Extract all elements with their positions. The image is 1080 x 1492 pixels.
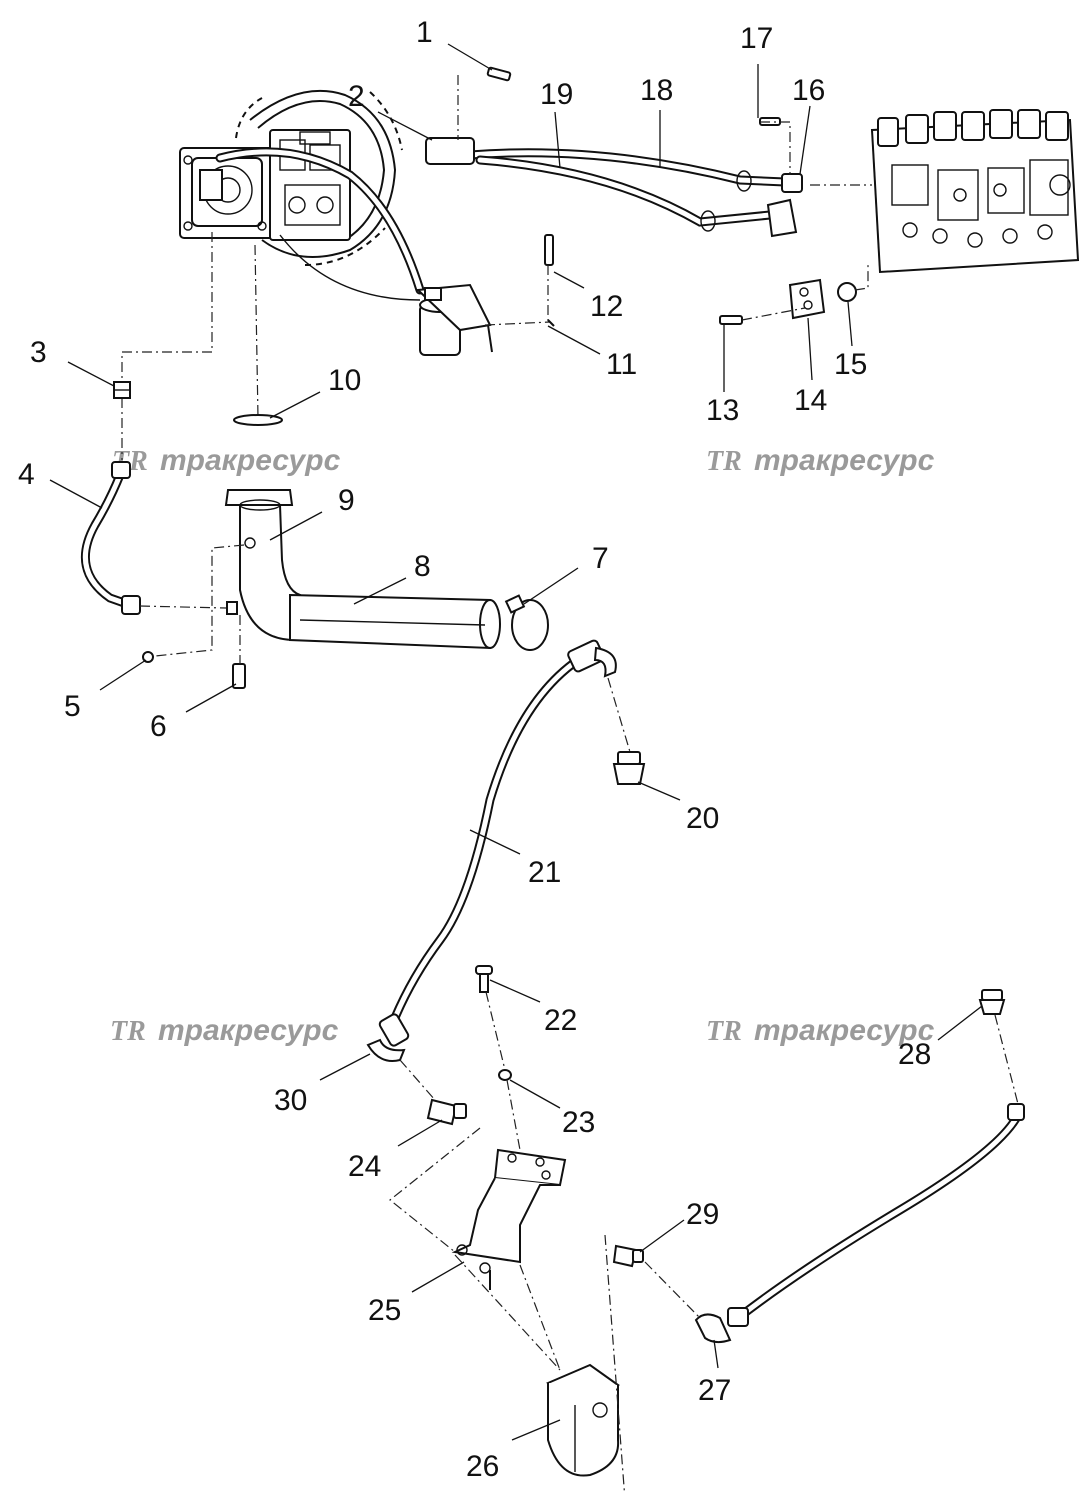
bolt [486,66,512,82]
watermark-bottom-left: TR тракресурс [110,1014,339,1047]
fitting-stub [226,601,238,615]
callout-20: 20 [686,802,719,835]
callout-5: 5 [64,690,81,723]
watermark-text: тракресурс [754,444,935,477]
o-ring [233,414,283,426]
bolt [719,315,743,325]
o-ring [837,282,857,302]
ball [142,651,154,663]
watermark-top-left: TR тракресурс [112,444,341,477]
callout-14: 14 [794,384,827,417]
return-hose [694,1103,1025,1344]
fitting [978,989,1006,1015]
callout-6: 6 [150,710,167,743]
callout-12: 12 [590,290,623,323]
callout-25: 25 [368,1294,401,1327]
watermark-text: тракресурс [158,1014,339,1047]
callout-labels: 1 2 3 4 5 6 7 8 9 10 11 12 13 14 15 16 1… [18,16,931,1483]
callout-24: 24 [348,1150,381,1183]
filter-bracket [451,1148,567,1290]
callout-26: 26 [466,1450,499,1483]
callout-23: 23 [562,1106,595,1139]
pressure-hoses [425,137,803,238]
watermark-logo: TR [706,446,742,477]
bolt [544,234,554,266]
plug [232,663,246,689]
pilot-filter-assembly [415,283,551,356]
leader-lines [49,43,983,1441]
suction-elbow [224,489,302,642]
callout-11: 11 [606,348,637,381]
fitting [113,381,131,399]
watermark-text: тракресурс [754,1014,935,1047]
callout-16: 16 [792,74,825,107]
fitting [612,751,646,785]
callout-15: 15 [834,348,867,381]
watermark-logo: TR [706,1016,742,1047]
watermark-text: тракресурс [160,444,341,477]
valve-block [788,278,826,320]
callout-29: 29 [686,1198,719,1231]
hydraulic-pump-assembly [179,89,425,301]
bolt [475,965,493,993]
callout-1: 1 [416,16,433,49]
callout-8: 8 [414,550,431,583]
callout-30: 30 [274,1084,307,1117]
callout-28: 28 [898,1038,931,1071]
callout-10: 10 [328,364,361,397]
control-valve [870,109,1080,274]
watermark-bottom-right: TR тракресурс [706,1014,935,1047]
callout-4: 4 [18,458,35,491]
callout-9: 9 [338,484,355,517]
suction-pipe [289,593,501,650]
washer [498,1069,512,1081]
long-hose [366,639,617,1062]
callout-13: 13 [706,394,739,427]
callout-7: 7 [592,542,609,575]
hose-clamp [504,594,549,651]
callout-19: 19 [540,78,573,111]
watermark-top-right: TR тракресурс [706,444,935,477]
callout-17: 17 [740,22,773,55]
callout-18: 18 [640,74,673,107]
callout-22: 22 [544,1004,577,1037]
callout-3: 3 [30,336,47,369]
fitting [612,1244,644,1268]
fitting [426,1098,467,1126]
washer [547,319,555,327]
callout-2: 2 [348,80,365,113]
watermark-logo: TR [110,1016,146,1047]
callout-21: 21 [528,856,561,889]
pilot-filter [546,1363,620,1477]
hose [80,461,141,615]
callout-27: 27 [698,1374,731,1407]
